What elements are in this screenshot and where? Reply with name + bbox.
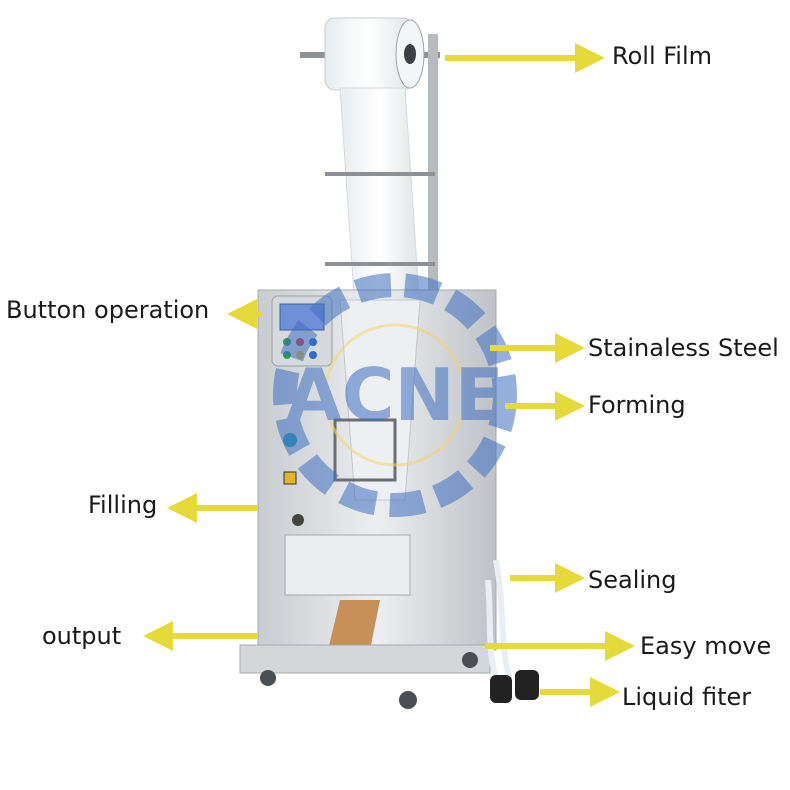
label-sealing: Sealing xyxy=(588,566,677,594)
label-output: output xyxy=(42,622,122,650)
label-easy-move: Easy move xyxy=(640,632,772,660)
label-button-operation: Button operation xyxy=(6,296,210,324)
liquid-filter xyxy=(485,559,539,703)
watermark-logo: ACNE xyxy=(273,273,517,517)
callout-arrows xyxy=(143,43,635,707)
machine-cabinet xyxy=(239,289,497,709)
watermark-text: ACNE xyxy=(286,353,504,437)
film-frame xyxy=(325,34,438,294)
label-forming: Forming xyxy=(588,391,686,419)
label-stainless-steel: Stainaless Steel xyxy=(588,334,779,362)
label-roll-film: Roll Film xyxy=(612,42,713,70)
label-filling: Filling xyxy=(88,491,158,519)
roll-film xyxy=(300,17,440,311)
label-liquid-filter: Liquid fiter xyxy=(622,683,752,711)
